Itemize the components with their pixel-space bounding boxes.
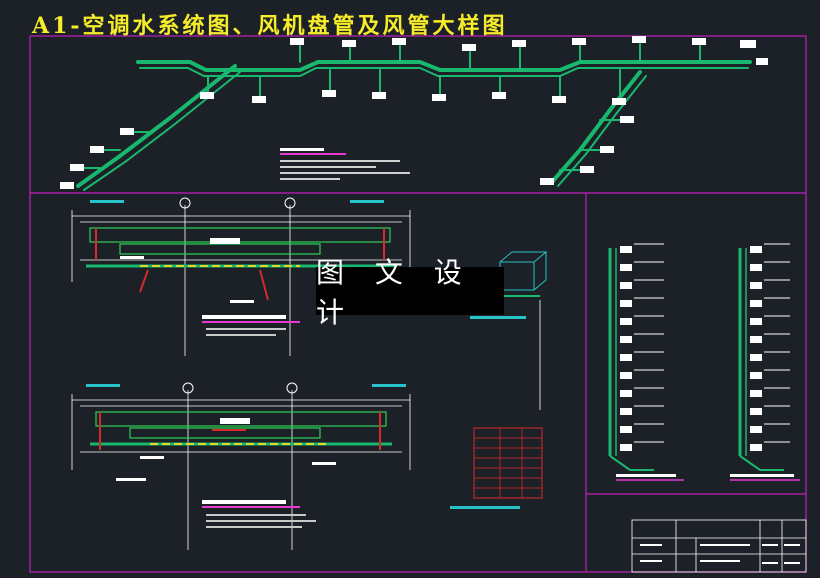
- watermark-label: 图 文 设 计: [316, 256, 504, 329]
- axis-bubble-icon: [179, 197, 191, 209]
- general-notes-block: [280, 148, 410, 180]
- drawing-frame: [29, 35, 807, 573]
- section-2-2-detail: [71, 382, 411, 550]
- riser-diagram-left: [608, 243, 684, 481]
- drawing-title: A1-空调水系统图、风机盘管及风管大样图: [32, 13, 508, 39]
- title-block: [631, 519, 807, 573]
- fan-coil-unit-icon: [60, 36, 768, 189]
- section-1-1-detail: [71, 197, 411, 356]
- riser-diagram-right: [730, 243, 800, 481]
- equipment-schedule-table: [450, 427, 543, 509]
- water-system-isometric: [76, 43, 752, 191]
